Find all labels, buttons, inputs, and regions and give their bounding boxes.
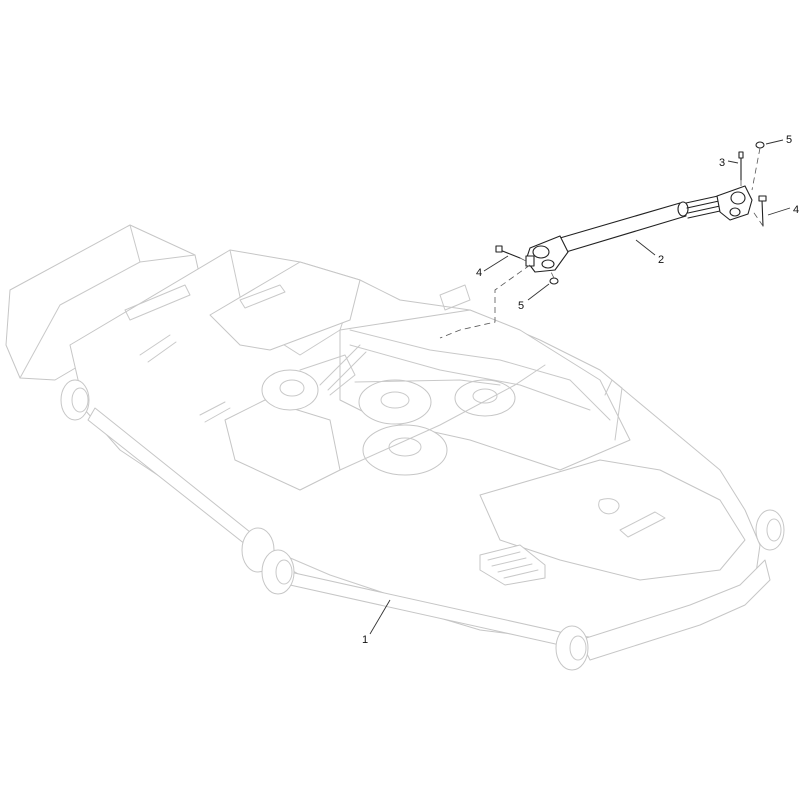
drive-shaft-tube [559, 202, 687, 253]
callout-3: 3 [719, 157, 725, 169]
hardware [495, 141, 767, 285]
right-deck-cover [479, 459, 746, 581]
callout-1: 1 [362, 634, 368, 646]
front-bumper [579, 559, 771, 661]
bolt-front [499, 249, 521, 259]
drive-shaft [525, 185, 753, 273]
anti-scalp-wheels [60, 379, 785, 671]
nut-front [549, 277, 559, 285]
step-pad [479, 544, 546, 586]
blade-pulleys [339, 364, 546, 476]
callout-2: 2 [658, 254, 664, 266]
gearbox [224, 344, 367, 491]
callout-5-front: 5 [518, 300, 524, 312]
nut-rear [755, 141, 765, 149]
callout-5-rear: 5 [786, 134, 792, 146]
bolt-rear [761, 199, 764, 227]
leader-lines [369, 139, 791, 635]
callout-4-front: 4 [476, 267, 482, 279]
mower-deck [5, 224, 785, 671]
callout-labels: 1 2 3 4 4 5 5 [362, 134, 799, 646]
alignment-lines [439, 147, 764, 339]
callout-4-rear: 4 [793, 204, 799, 216]
